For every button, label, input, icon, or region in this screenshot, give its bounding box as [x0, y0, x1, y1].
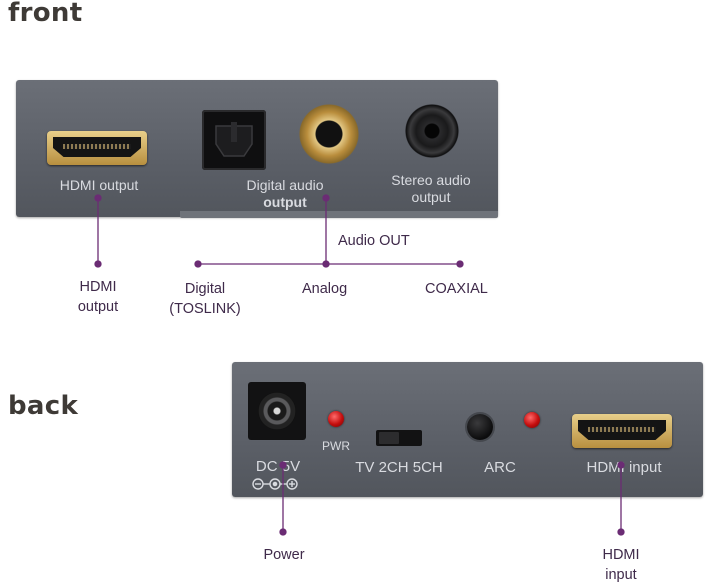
dc-power-jack: [248, 382, 306, 440]
back-title: back: [8, 391, 79, 421]
hdmi-output-port: [47, 131, 147, 165]
stereo-jack: [405, 104, 459, 158]
pwr-led: [328, 411, 344, 427]
analog-callout: Analog: [302, 281, 348, 297]
switch-knob: [379, 432, 399, 444]
front-title: front: [8, 0, 83, 28]
toslink-port: [202, 110, 266, 170]
hdmi-input-label: HDMI input: [586, 459, 662, 476]
hdmi-output-callout: HDMI output: [77, 279, 119, 315]
dc-5v-label: DC 5V: [255, 458, 301, 475]
switch-label: TV 2CH 5CH: [355, 459, 443, 476]
digital-toslink-callout: Digital (TOSLINK): [169, 281, 241, 317]
hdmi-input-callout: HDMI input: [602, 547, 640, 583]
arc-button[interactable]: [467, 414, 493, 440]
stereo-audio-label: Stereo audio output: [391, 172, 471, 205]
coaxial-jack: [299, 104, 359, 164]
hdmi-output-label: HDMI output: [59, 177, 139, 193]
back-panel: DC 5V PWR TV 2CH 5CH ARC HDMI input: [232, 362, 703, 497]
coaxial-callout: COAXIAL: [425, 281, 488, 297]
hdmi-input-port: [572, 414, 672, 448]
front-panel-base: [180, 211, 498, 218]
power-callout: Power: [263, 547, 305, 563]
toslink-icon: [215, 122, 253, 157]
front-panel: HDMI output Digital audio output Stereo …: [16, 80, 498, 217]
channel-switch[interactable]: [376, 430, 422, 446]
arc-led: [524, 412, 540, 428]
digital-audio-label: Digital audio output: [246, 177, 324, 210]
audio-out-callout: Audio OUT: [338, 233, 410, 249]
polarity-icon: [252, 478, 298, 490]
arc-label: ARC: [484, 459, 516, 476]
pwr-label: PWR: [322, 439, 350, 453]
